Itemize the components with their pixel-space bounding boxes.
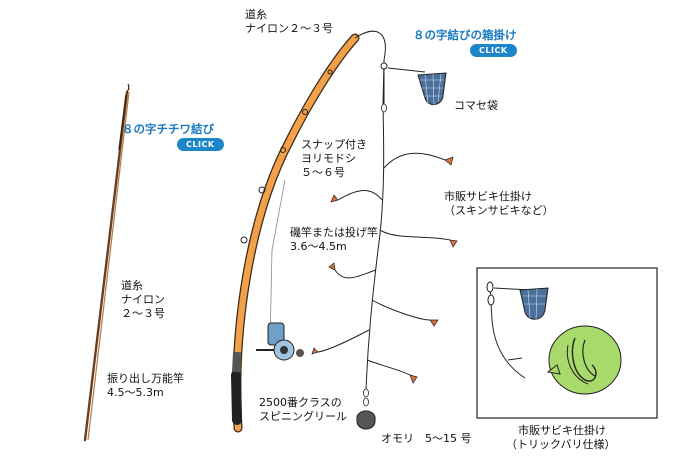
box-rig-link[interactable]: ８の字結びの箱掛け xyxy=(413,28,517,42)
eight-knot-click-button[interactable]: CLICK xyxy=(177,138,224,151)
main-line xyxy=(354,30,386,391)
left-rod-label-1: 振り出し万能竿 xyxy=(107,372,184,385)
rod-label-1: 磯竿または投げ竿 xyxy=(290,226,378,239)
sabiki-label-1: 市販サビキ仕掛け xyxy=(444,190,532,203)
left-line-label-2: ナイロン xyxy=(121,293,165,306)
sabiki-label-2: （スキンサビキなど） xyxy=(444,204,554,217)
left-rod-label-2: 4.5～5.3m xyxy=(107,386,164,399)
snap-label-1: スナップ付き xyxy=(301,138,367,151)
main-rod xyxy=(231,33,360,433)
top-line-label-1: 道糸 xyxy=(245,8,267,21)
swivels xyxy=(363,103,387,407)
reel-line xyxy=(269,179,286,346)
trick-label-2: （トリックバリ仕様） xyxy=(506,438,616,451)
reel-label-1: 2500番クラスの xyxy=(259,396,342,409)
sabiki-branches xyxy=(317,152,451,376)
snap-label-2: ヨリモドシ xyxy=(301,152,356,165)
top-line-label-2: ナイロン２～３号 xyxy=(245,22,333,35)
reel-label-2: スピニングリール xyxy=(259,410,347,423)
spinning-reel xyxy=(256,322,304,361)
snap-label-3: ５～６号 xyxy=(301,166,345,179)
telescopic-rod xyxy=(83,83,130,442)
trick-rig-inset xyxy=(476,267,658,419)
left-line-label-3: ２～３号 xyxy=(121,307,165,320)
box-rig-click-button[interactable]: CLICK xyxy=(470,44,517,57)
sinker xyxy=(356,410,376,430)
komase-bag xyxy=(380,62,447,108)
trick-label-1: 市販サビキ仕掛け xyxy=(518,424,606,437)
sinker-label: オモリ 5～15 号 xyxy=(381,432,472,445)
eight-knot-link[interactable]: ８の字チチワ結び xyxy=(122,122,214,136)
rod-label-2: 3.6～4.5m xyxy=(290,240,347,253)
left-line-label-1: 道糸 xyxy=(121,279,143,292)
komase-label: コマセ袋 xyxy=(454,99,498,112)
sabiki-hooks xyxy=(311,156,458,384)
